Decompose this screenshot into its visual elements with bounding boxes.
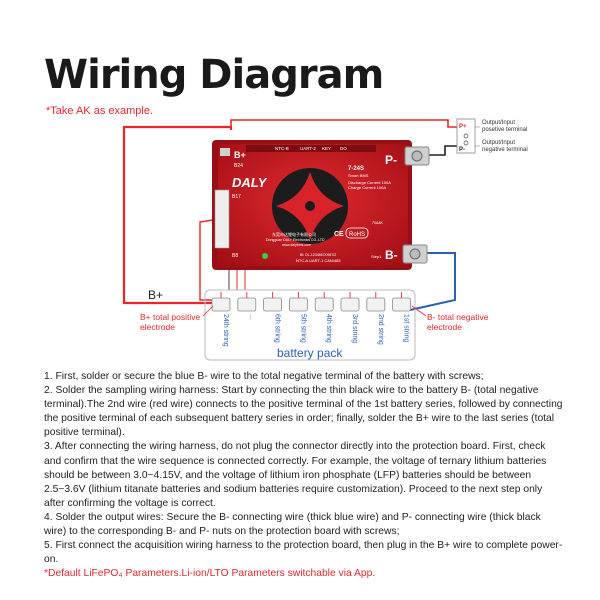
pminus-terminal bbox=[404, 146, 430, 166]
company-en: Dongguan DALY Electronics CO.,LTD bbox=[266, 238, 325, 242]
string-label: 5th string bbox=[299, 314, 306, 343]
board-model-sub: Smart BMS bbox=[348, 173, 369, 178]
neg-electrode-label-1: B- total negative bbox=[427, 312, 489, 322]
step-text: Step1 bbox=[371, 254, 382, 259]
wires bbox=[122, 119, 458, 311]
neg-electrode-pointer bbox=[411, 305, 427, 317]
pos-terminal-text-1: Output/Input bbox=[482, 120, 515, 126]
pminus-terminal-label: P- bbox=[459, 147, 465, 153]
bplus-terminal bbox=[220, 148, 230, 156]
pplus-output-wire bbox=[230, 119, 458, 128]
discharge-current: Discharge Current 100A bbox=[348, 180, 391, 185]
bminus-terminal bbox=[402, 244, 428, 264]
string-label: ... bbox=[248, 314, 255, 320]
string-label: 3rd string bbox=[351, 314, 358, 343]
b17-label: B17 bbox=[232, 194, 241, 200]
b8-label: B8 bbox=[232, 253, 238, 259]
neg-electrode-label-2: electrode bbox=[427, 322, 462, 332]
neg-terminal-text-1: Output/Input bbox=[482, 140, 515, 146]
pminus-output-wire bbox=[425, 145, 458, 156]
b24-label: B24 bbox=[234, 163, 243, 169]
port-ntcb: NTC-B bbox=[275, 146, 289, 151]
port-uart2: UART-2 bbox=[300, 146, 316, 151]
string-label: 4th string bbox=[325, 314, 332, 343]
string-label: 1st string bbox=[403, 314, 410, 343]
pos-electrode-label-1: B+ total positive bbox=[140, 312, 201, 322]
string-label: 24th string bbox=[222, 314, 229, 347]
board-model: 7-24S bbox=[348, 166, 364, 172]
bplus-wire bbox=[122, 125, 233, 305]
subtitle-note: *Take AK as example. bbox=[46, 105, 154, 117]
rohs-text: RoHS bbox=[349, 232, 365, 238]
website: www.dalybms.com bbox=[282, 243, 311, 247]
instruction-step-3: 3. After connecting the wiring harness, … bbox=[44, 441, 547, 509]
port-do: DO bbox=[340, 146, 347, 151]
pos-terminal-text-2: posetive terminal bbox=[482, 127, 527, 133]
page-title: Wiring Diagram bbox=[44, 52, 384, 98]
bminus-label: B- bbox=[385, 248, 398, 262]
harness-wire bbox=[199, 219, 215, 301]
instruction-step-4: 4. Solder the output wires: Secure the B… bbox=[44, 511, 541, 538]
wiring-diagram: DALY 7-24S Smart BMS Discharge Current 1… bbox=[122, 118, 528, 361]
board-brand: DALY bbox=[232, 175, 268, 190]
battery-cell bbox=[392, 297, 412, 312]
harness-connector bbox=[214, 189, 230, 249]
battery-cell bbox=[211, 297, 231, 312]
pos-electrode-pointer bbox=[202, 305, 214, 317]
instruction-step-2: 2. Solder the sampling wiring harness: S… bbox=[44, 385, 563, 439]
pos-electrode-label-2: electrode bbox=[140, 322, 175, 332]
battery-cell bbox=[288, 297, 308, 312]
status-led bbox=[262, 253, 268, 259]
spec-text: 70AAK bbox=[372, 221, 384, 225]
neg-terminal-text-2: negative terminal bbox=[482, 147, 528, 153]
board-bplus-label: B+ bbox=[234, 150, 246, 160]
battery-pack-label: battery pack bbox=[277, 346, 343, 360]
serial: Bt: DL-1234567/0987/2 bbox=[300, 253, 336, 257]
bms-board bbox=[212, 140, 430, 270]
board-labels: DALY 7-24S Smart BMS Discharge Current 1… bbox=[232, 146, 391, 263]
string-label: 6th string bbox=[274, 314, 281, 343]
battery-cell bbox=[314, 297, 334, 312]
instruction-step-5: 5. First connect the acquisition wiring … bbox=[44, 540, 563, 566]
pminus-label: P- bbox=[385, 153, 397, 167]
battery-cell bbox=[340, 297, 360, 312]
instruction-step-1: 1. First, solder or secure the blue B- w… bbox=[44, 371, 484, 382]
bottom-ports: NTC-A UART-1 CAN/485 bbox=[296, 258, 341, 263]
battery-cell bbox=[366, 297, 386, 312]
company-cn: 东莞市达锂电子有限公司 bbox=[272, 231, 316, 237]
daly-logo-emblem bbox=[272, 168, 348, 244]
instructions: 1. First, solder or secure the blue B- w… bbox=[44, 370, 564, 581]
battery-cell bbox=[263, 297, 283, 312]
battery-cell bbox=[237, 297, 257, 312]
pack-bplus-label: B+ bbox=[148, 288, 163, 302]
charge-current: Charge Current 100A bbox=[348, 185, 386, 190]
string-label: 2nd string bbox=[377, 314, 384, 345]
rohs-badge bbox=[345, 227, 369, 239]
bminus-wire bbox=[409, 252, 456, 311]
port-key: KEY bbox=[322, 146, 331, 151]
output-terminal-box: P+ P- Output/Input posetive terminal Out… bbox=[456, 118, 528, 154]
ce-text: CE bbox=[334, 231, 344, 238]
parameters-footnote: *Default LiFePO₄ Parameters.Li-ion/LTO P… bbox=[44, 568, 376, 580]
battery-pack: 24th string... 6th string 5th string 4th st… bbox=[204, 289, 416, 361]
pplus-terminal-label: P+ bbox=[459, 124, 467, 130]
